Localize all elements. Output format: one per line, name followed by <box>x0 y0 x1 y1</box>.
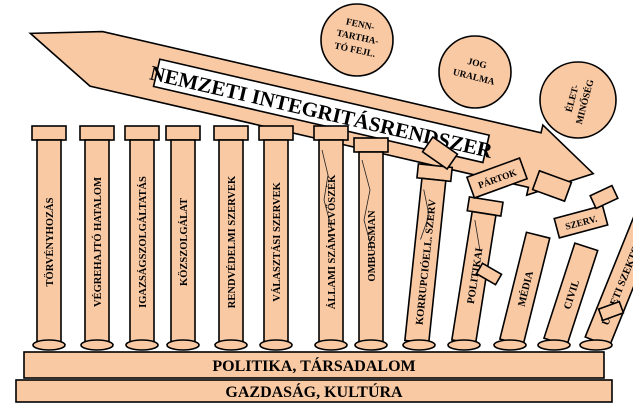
pillar-label: ÁLLAMI SZÁMVEVŐSZÉK <box>326 174 338 309</box>
cap-szerv: SZERV. <box>553 204 609 239</box>
foundation-top-label: POLITIKA, TÁRSADALOM <box>212 356 415 375</box>
circle-shape <box>438 35 512 109</box>
pillar-label: RENDVÉDELMI SZERVEK <box>226 175 238 308</box>
pillar-label: VÁLASZTÁSI SZERVEK <box>271 181 283 301</box>
fragment-block <box>531 169 573 203</box>
pillar-capital <box>258 125 294 141</box>
pillar-capital <box>31 125 67 141</box>
crack-line <box>361 159 373 251</box>
pillar-korrupcioell-szerv: KORRUPCIÓELL. SZERV <box>403 162 454 344</box>
crack-line <box>321 149 333 231</box>
pillar-torvenyhozas: TÖRVÉNYHOZÁS <box>31 125 67 351</box>
pillar-label: IGAZSÁGSZOLGÁLTATÁS <box>137 176 149 308</box>
foundation-bottom-slab <box>15 379 613 403</box>
pillar-base <box>447 339 481 351</box>
pillar-politikai: POLITIKAI <box>450 196 504 345</box>
circle-rule-of-law: JOG URALMA <box>438 35 512 109</box>
pillar-base <box>32 339 66 351</box>
pillar-label: VÉGREHAJTÓ HATALOM <box>92 177 104 307</box>
circle-shape <box>539 61 617 139</box>
pillars-group: TÖRVÉNYHOZÁS VÉGREHAJTÓ HATALOM IGAZSÁGS… <box>31 125 633 351</box>
pillar-shaft <box>84 139 110 343</box>
pillar-ombudsman: OMBUDSMAN <box>353 137 389 351</box>
cap-partok-box <box>465 157 529 199</box>
pillar-base <box>166 339 200 351</box>
pillar-uzleti-szektor: ÜZLETI SZEKTOR <box>584 215 633 348</box>
pillar-shaft <box>263 139 289 343</box>
pillar-base <box>214 339 248 351</box>
circle-shape <box>320 3 394 77</box>
title-box <box>152 58 491 164</box>
pillar-capital <box>313 125 349 141</box>
pillar-base <box>259 339 293 351</box>
pillar-label: OMBUDSMAN <box>367 210 378 282</box>
pillar-vegrehajto-hatalom: VÉGREHAJTÓ HATALOM <box>79 125 115 351</box>
foundation-bottom-label: GAZDASÁG, KULTÚRA <box>225 382 403 401</box>
circle-label-line: JOG <box>466 57 488 72</box>
circle-quality-of-life: ÉLET- MINŐSÉG <box>539 61 617 139</box>
pillar-shaft <box>318 139 344 343</box>
circle-sustainable-development: FENN- TARTHA- TÓ FEJL. <box>320 3 394 77</box>
pillar-capital <box>353 137 389 153</box>
pillar-base <box>314 339 348 351</box>
pillar-valasztasi-szervek: VÁLASZTÁSI SZERVEK <box>258 125 294 351</box>
fragment-block <box>589 184 619 210</box>
pillar-label: TÖRVÉNYHOZÁS <box>43 197 56 286</box>
crack-line <box>474 220 481 252</box>
pillar-allami-szamvevoszek: ÁLLAMI SZÁMVEVŐSZÉK <box>313 125 349 351</box>
pillar-capital <box>165 125 201 141</box>
pillar-igazsagszolgaltatas: IGAZSÁGSZOLGÁLTATÁS <box>124 125 160 351</box>
pillar-base <box>579 339 613 351</box>
pillar-base <box>493 339 527 351</box>
foundation-top-slab <box>23 351 605 379</box>
pillar-kozszolgalat: KÖZSZOLGÁLAT <box>165 125 201 351</box>
fragment-block <box>597 300 625 322</box>
pillar-label: KÖZSZOLGÁLAT <box>177 198 190 286</box>
crack-line <box>420 189 430 240</box>
pillar-base <box>80 339 114 351</box>
pillar-rendvedelmi-szervek: RENDVÉDELMI SZERVEK <box>213 125 249 351</box>
pillar-capital <box>213 125 249 141</box>
cap-partok: PÁRTOK <box>465 157 529 199</box>
fragment-block <box>475 262 503 286</box>
pillar-base <box>354 339 388 351</box>
pillar-base <box>537 339 571 351</box>
pillar-base <box>125 339 159 351</box>
pillar-media: MÉDIA <box>498 231 551 346</box>
falling-pieces: PÁRTOK SZERV. <box>421 135 625 322</box>
pillar-base <box>402 339 436 351</box>
fragment-block <box>421 135 459 171</box>
pillar-shaft <box>170 139 196 343</box>
pillar-capital <box>79 125 115 141</box>
pillar-capital <box>124 125 160 141</box>
cap-szerv-box <box>553 204 609 239</box>
pillar-shaft <box>218 139 244 343</box>
